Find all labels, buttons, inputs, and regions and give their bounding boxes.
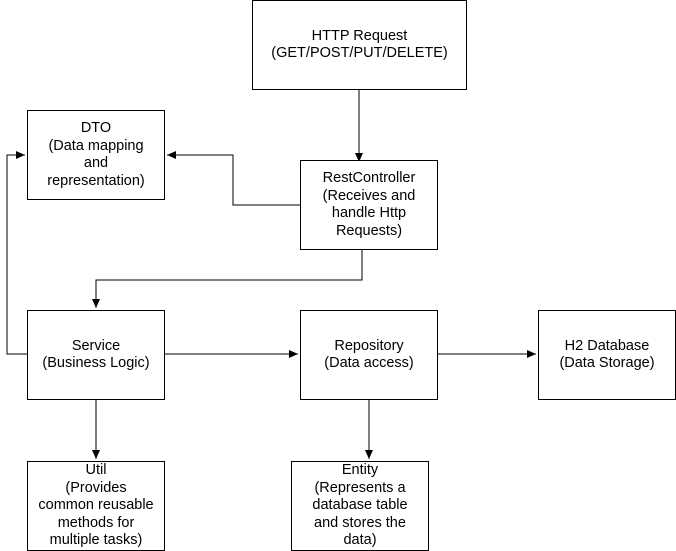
node-line: (Represents a — [314, 479, 406, 496]
node-line: (Provides — [65, 479, 127, 496]
node-line: DTO — [80, 120, 112, 136]
node-line: H2 Database — [564, 337, 650, 354]
node-line: RestController — [322, 170, 416, 186]
node-line: HTTP Request — [311, 27, 408, 44]
edge-restcontroller-to-dto — [167, 151, 300, 206]
node-line: methods for — [57, 514, 135, 531]
node-line: Util — [85, 462, 107, 479]
node-line: database table — [312, 497, 408, 514]
node-line: common reusable — [38, 497, 154, 514]
node-line: (Data mapping — [48, 137, 144, 154]
entity-node: Entity (Represents a database table and … — [291, 461, 429, 551]
node-line: (Data Storage) — [559, 355, 655, 371]
node-line: representation) — [47, 172, 145, 189]
h2-database-node: H2 Database (Data Storage) — [538, 310, 676, 400]
dto-node: DTO (Data mapping and representation) — [27, 110, 165, 200]
rest-controller-node: RestController (Receives and handle Http… — [300, 160, 438, 250]
edge-service-to-dto — [6, 151, 27, 355]
node-line: Requests) — [335, 222, 403, 239]
node-line: (Business Logic) — [42, 355, 150, 371]
node-line: and stores the — [314, 514, 406, 531]
node-line: (Receives and — [322, 187, 416, 204]
node-line: multiple tasks) — [49, 532, 143, 549]
node-line: data) — [343, 532, 377, 549]
node-line: (Data access) — [324, 355, 414, 371]
node-line: handle Http — [331, 205, 407, 221]
node-line: Service — [71, 337, 121, 354]
edge-restcontroller-to-service — [92, 250, 363, 308]
node-line: Entity — [341, 462, 379, 479]
service-node: Service (Business Logic) — [27, 310, 165, 400]
node-line: (GET/POST/PUT/DELETE) — [271, 45, 448, 61]
repository-node: Repository (Data access) — [300, 310, 438, 400]
util-node: Util (Provides common reusable methods f… — [27, 461, 165, 551]
http-request-node: HTTP Request (GET/POST/PUT/DELETE) — [252, 0, 467, 90]
node-line: and — [83, 155, 109, 171]
node-line: Repository — [334, 337, 404, 354]
